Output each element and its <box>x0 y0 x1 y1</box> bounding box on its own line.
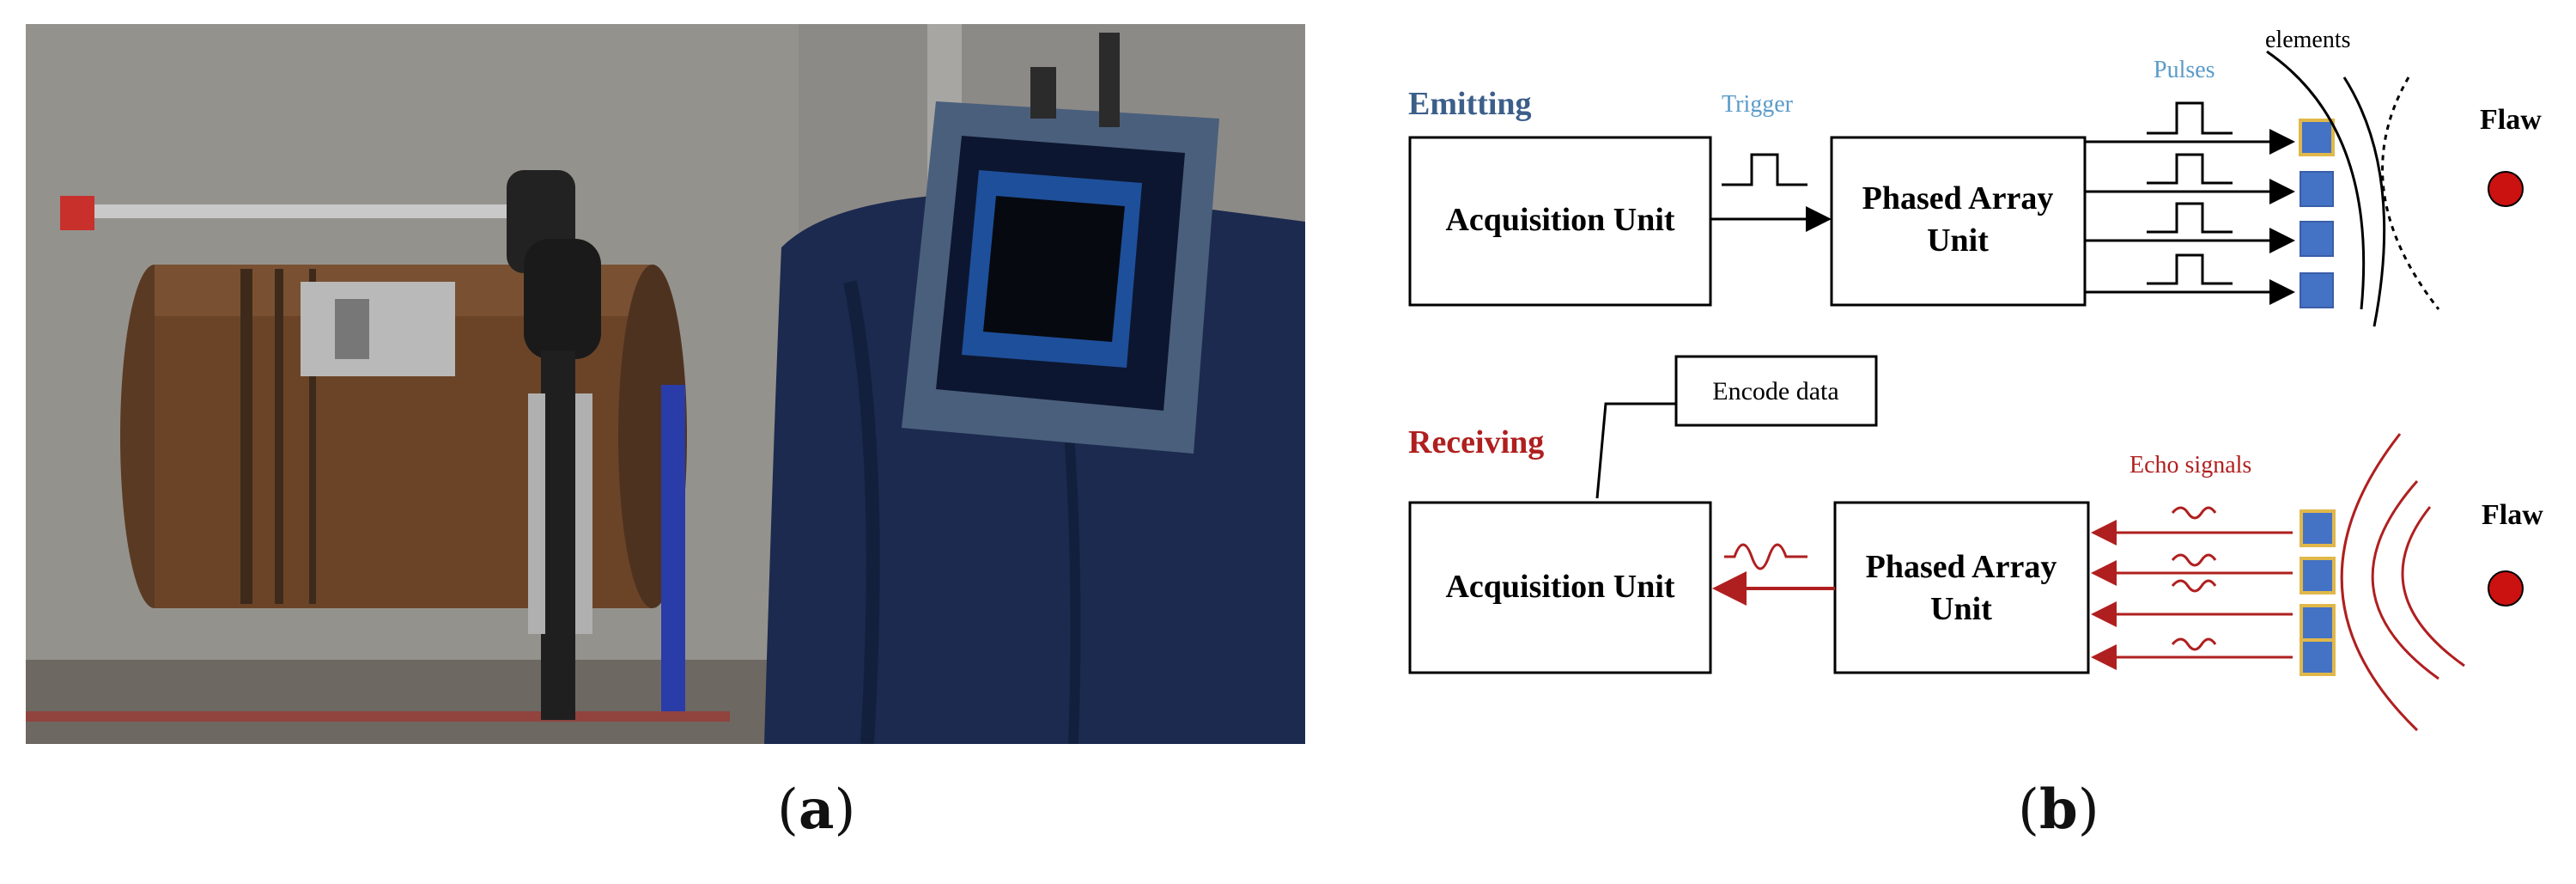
echo-signals-label: Echo signals <box>2129 452 2251 479</box>
pulses-label: Pulses <box>2154 57 2215 83</box>
trigger-pulse-icon <box>1722 153 1807 186</box>
emit-wavefronts <box>2266 50 2440 327</box>
emit-acquisition-unit-box <box>1408 136 1712 307</box>
recv-phased-array-label-1: Phased Array <box>1866 549 2057 585</box>
photo-panel <box>26 24 1305 744</box>
encode-data-box <box>1674 355 1878 427</box>
scanner-rig <box>60 170 685 720</box>
caption-a-letter: a <box>798 777 835 842</box>
encode-connector-line <box>1595 402 1676 499</box>
receiving-heading: Receiving <box>1408 424 1544 460</box>
recv-flaw-marker <box>2488 570 2524 607</box>
return-wave-icon <box>1724 543 1807 570</box>
recv-acquisition-unit-box <box>1408 501 1712 674</box>
recv-phased-array-label-2: Unit <box>1930 591 1992 627</box>
caption-b-letter: b <box>2038 777 2078 842</box>
echo-wavefronts <box>2340 433 2465 732</box>
emit-flaw-label: Flaw <box>2480 104 2542 136</box>
emit-phased-array-label-1: Phased Array <box>1862 180 2054 216</box>
emit-acquisition-unit-label: Acquisition Unit <box>1445 202 1674 238</box>
trigger-label: Trigger <box>1722 91 1794 118</box>
encode-data-label: Encode data <box>1712 377 1838 405</box>
flaw-detector-device <box>902 33 1219 454</box>
emit-phased-array-box <box>1830 136 2087 307</box>
phased-array-diagram: Emitting Trigger Pulses elements Flaw Ac… <box>1408 27 2543 732</box>
emit-transducer-elements <box>2299 119 2335 308</box>
echo-arrows <box>2091 506 2293 670</box>
recv-phased-array-box <box>1833 501 2090 674</box>
caption-b: (b) <box>2018 777 2099 842</box>
pulse-arrows <box>2085 101 2295 305</box>
recv-transducer-elements <box>2300 509 2336 676</box>
recv-flaw-label: Flaw <box>2482 499 2543 531</box>
recv-acquisition-unit-label: Acquisition Unit <box>1445 569 1674 605</box>
emit-phased-array-label-2: Unit <box>1927 223 1989 259</box>
emitting-heading: Emitting <box>1408 86 1532 122</box>
elements-label: elements <box>2265 27 2351 53</box>
emit-flaw-marker <box>2488 171 2524 207</box>
caption-a: (a) <box>777 777 856 842</box>
